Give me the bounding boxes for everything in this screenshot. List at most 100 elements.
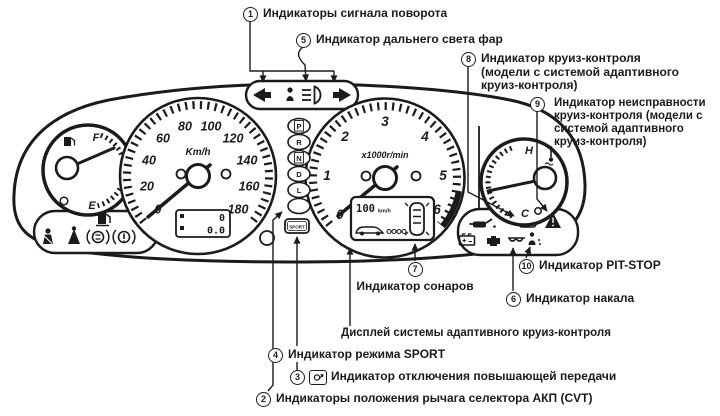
callout-high-beam: 5 Индикатор дальнего света фар — [296, 32, 503, 48]
tach-screw-left — [360, 170, 372, 182]
tach-unit: x1000r/min — [360, 150, 409, 160]
low-fuel-lamp-icon — [59, 196, 69, 206]
callout-label: Индикатор отключения повышающей передачи — [331, 369, 617, 383]
acc-display-label: Дисплей системы адаптивного круиз-контро… — [341, 327, 611, 339]
callout-number: 7 — [407, 262, 423, 277]
fuel-pump-small-icon — [64, 137, 76, 146]
callout-number: 10 — [519, 259, 534, 274]
speedo-unit: Km/h — [186, 147, 211, 158]
gear-letter-p: P — [296, 122, 301, 131]
gear-oval-l — [287, 181, 311, 199]
left-warning-panel — [32, 209, 160, 255]
glow-plug-icon — [508, 237, 525, 242]
temp-hot-label: H — [525, 145, 534, 157]
callout-label: Индикатор режима SPORT — [288, 347, 446, 361]
speedo-tick-20: 20 — [139, 180, 154, 194]
acc-display: 100 km/h — [349, 195, 436, 242]
check-engine-icon — [487, 236, 500, 246]
callout-label: Индикатор сонаров — [356, 279, 474, 293]
speedometer: 0 20 40 60 80 100 120 140 160 180 Km/h 0… — [118, 96, 278, 256]
callout-number: 1 — [243, 7, 258, 22]
gear-oval-n — [287, 149, 311, 167]
callout-cruise: 8 Индикатор круиз-контроля (модели с сис… — [461, 51, 687, 93]
speedo-screw-right — [220, 168, 232, 180]
sonar-indicator-icon — [404, 202, 430, 236]
callout-sonar: 7 Индикатор сонаров — [345, 262, 485, 294]
callout-label: Индикатор дальнего света фар — [316, 32, 503, 46]
pit-stop-icon — [528, 232, 541, 245]
top-indicator-panel — [244, 79, 360, 111]
speedo-tick-40: 40 — [141, 154, 156, 168]
callout-label: Индикатор PIT-STOP — [539, 258, 661, 272]
speedo-tick-160: 160 — [239, 180, 260, 194]
tach-tick-6: 6 — [433, 202, 441, 217]
acc-speed-value: 100 — [356, 203, 375, 215]
tach-redline-arc — [440, 190, 462, 229]
gear-oval-p — [287, 117, 311, 135]
callout-sport: 4 Индикатор режима SPORT — [268, 347, 446, 363]
callout-turn-signals: 1 Индикаторы сигнала поворота — [243, 6, 448, 22]
gear-position-indicators: P R N D L — [287, 117, 311, 215]
callout-label: Индикаторы положения рычага селектора АК… — [276, 391, 593, 405]
battery-icon — [458, 233, 476, 246]
fuel-full-label: F — [93, 132, 100, 144]
callout-number: 8 — [461, 52, 476, 67]
tach-tick-5: 5 — [439, 168, 447, 183]
speedo-tick-120: 120 — [223, 132, 244, 146]
leader-lines — [249, 21, 548, 392]
gear-letter-n: N — [296, 154, 301, 163]
callout-label: Индикатор накала — [526, 291, 635, 305]
callout-label: Индикаторы сигнала поворота — [263, 6, 448, 20]
callout-number: 4 — [268, 348, 283, 363]
speedo-tick-100: 100 — [201, 120, 222, 134]
turn-signal-right-icon — [333, 88, 351, 102]
brake-warning-icon — [112, 229, 136, 245]
gear-letter-r: R — [296, 138, 302, 147]
callout-od-off: 3 Индикатор отключения повышающей переда… — [290, 369, 617, 385]
airbag-icon — [68, 226, 80, 244]
tach-tick-4: 4 — [420, 129, 429, 144]
fuel-pump-icon — [96, 213, 111, 227]
fuel-gauge: F E — [41, 123, 135, 217]
speedo-tick-60: 60 — [156, 132, 170, 146]
callout-number: 9 — [530, 97, 545, 112]
fuel-needle-hub — [54, 155, 80, 181]
callout-number: 3 — [290, 370, 305, 385]
gear-letter-l: L — [297, 186, 302, 195]
gear-oval-empty — [287, 197, 311, 215]
speedo-tick-140: 140 — [237, 154, 258, 168]
trip-value: 0.0 — [207, 226, 225, 237]
tach-hub — [372, 165, 398, 191]
temp-needle — [486, 178, 542, 193]
tach-tick-2: 2 — [340, 129, 349, 144]
trip-reset-knob — [259, 230, 275, 246]
turn-signal-left-icon — [253, 88, 271, 102]
speedo-screw-left — [175, 168, 187, 180]
odometer: 0 0.0 — [175, 209, 231, 238]
odometer-value: 0 — [219, 213, 225, 224]
temp-cold-label: C — [521, 208, 530, 220]
speedo-hub — [185, 163, 211, 189]
acc-distance-dots — [386, 228, 407, 235]
callout-label: Индикатор неисправности круиз-контроля (… — [554, 97, 706, 148]
tach-screw-right — [410, 170, 422, 182]
speedo-tick-80: 80 — [178, 120, 192, 134]
acc-car-icon — [355, 226, 385, 236]
callout-pit-stop: 10 Индикатор PIT-STOP — [519, 258, 661, 274]
callout-number: 6 — [506, 292, 521, 307]
speedo-tick-180: 180 — [228, 203, 249, 217]
sport-label: SPORT — [289, 225, 305, 230]
security-indicator-icon — [286, 87, 294, 101]
abs-icon — [86, 229, 110, 245]
callout-cruise-malfunction: 9 Индикатор неисправности круиз-контроля… — [530, 97, 706, 149]
coolant-temp-icon — [544, 146, 554, 166]
callout-label: Индикатор круиз-контроля (модели с систе… — [481, 51, 679, 92]
callout-gear-positions: 2 Индикаторы положения рычага селектора … — [256, 391, 593, 407]
callout-number: 5 — [296, 33, 311, 48]
gear-letter-d: D — [296, 170, 302, 179]
tach-tick-3: 3 — [381, 114, 389, 129]
temp-gauge: H C — [479, 137, 569, 227]
high-beam-icon — [302, 85, 322, 105]
